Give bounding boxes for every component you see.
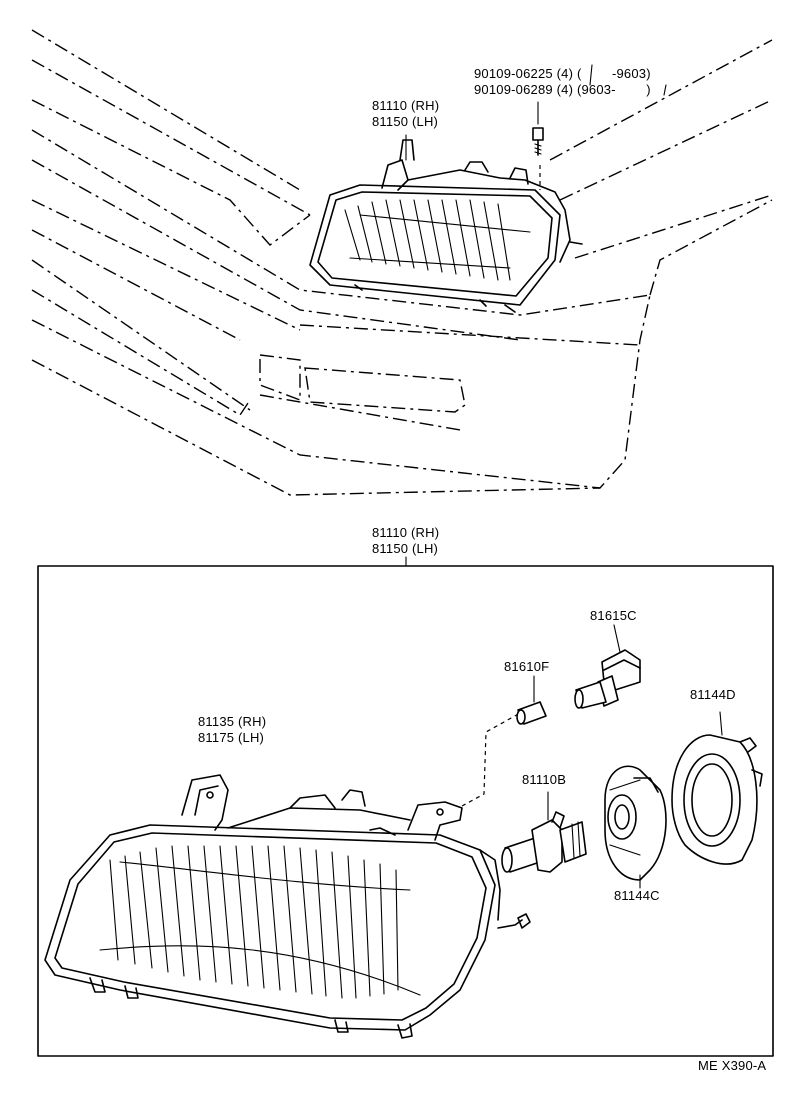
- label-box-headlamp-lh: 81150 (LH): [372, 541, 439, 556]
- bulb-81110b: [501, 791, 587, 873]
- diagram-code: ME X390-A: [698, 1058, 767, 1073]
- lower-headlamp: [44, 774, 531, 1039]
- label-cover-inner: 81144C: [614, 888, 660, 903]
- socket-81615c: [574, 624, 641, 709]
- bulb-81610f: [516, 675, 547, 725]
- cover-81144d: [671, 711, 763, 865]
- label-top-headlamp-rh: 81110 (RH): [372, 98, 440, 113]
- label-screw-part-1: 90109-06225 (4) ( -9603): [474, 66, 651, 81]
- upper-headlamp: [309, 127, 583, 313]
- label-socket: 81615C: [590, 608, 637, 623]
- label-box-headlamp-rh: 81110 (RH): [372, 525, 440, 540]
- label-cover-outer: 81144D: [690, 687, 736, 702]
- label-top-headlamp-lh: 81150 (LH): [372, 114, 439, 129]
- label-bulb-small: 81610F: [504, 659, 550, 674]
- cover-81144c: [604, 765, 667, 889]
- label-screw-part-2: 90109-06289 (4) (9603- ): [474, 82, 651, 97]
- label-bulb-main: 81110B: [522, 772, 567, 787]
- car-body-outline: [31, 29, 773, 496]
- label-housing-lh: 81175 (LH): [198, 730, 265, 745]
- label-housing-rh: 81135 (RH): [198, 714, 267, 729]
